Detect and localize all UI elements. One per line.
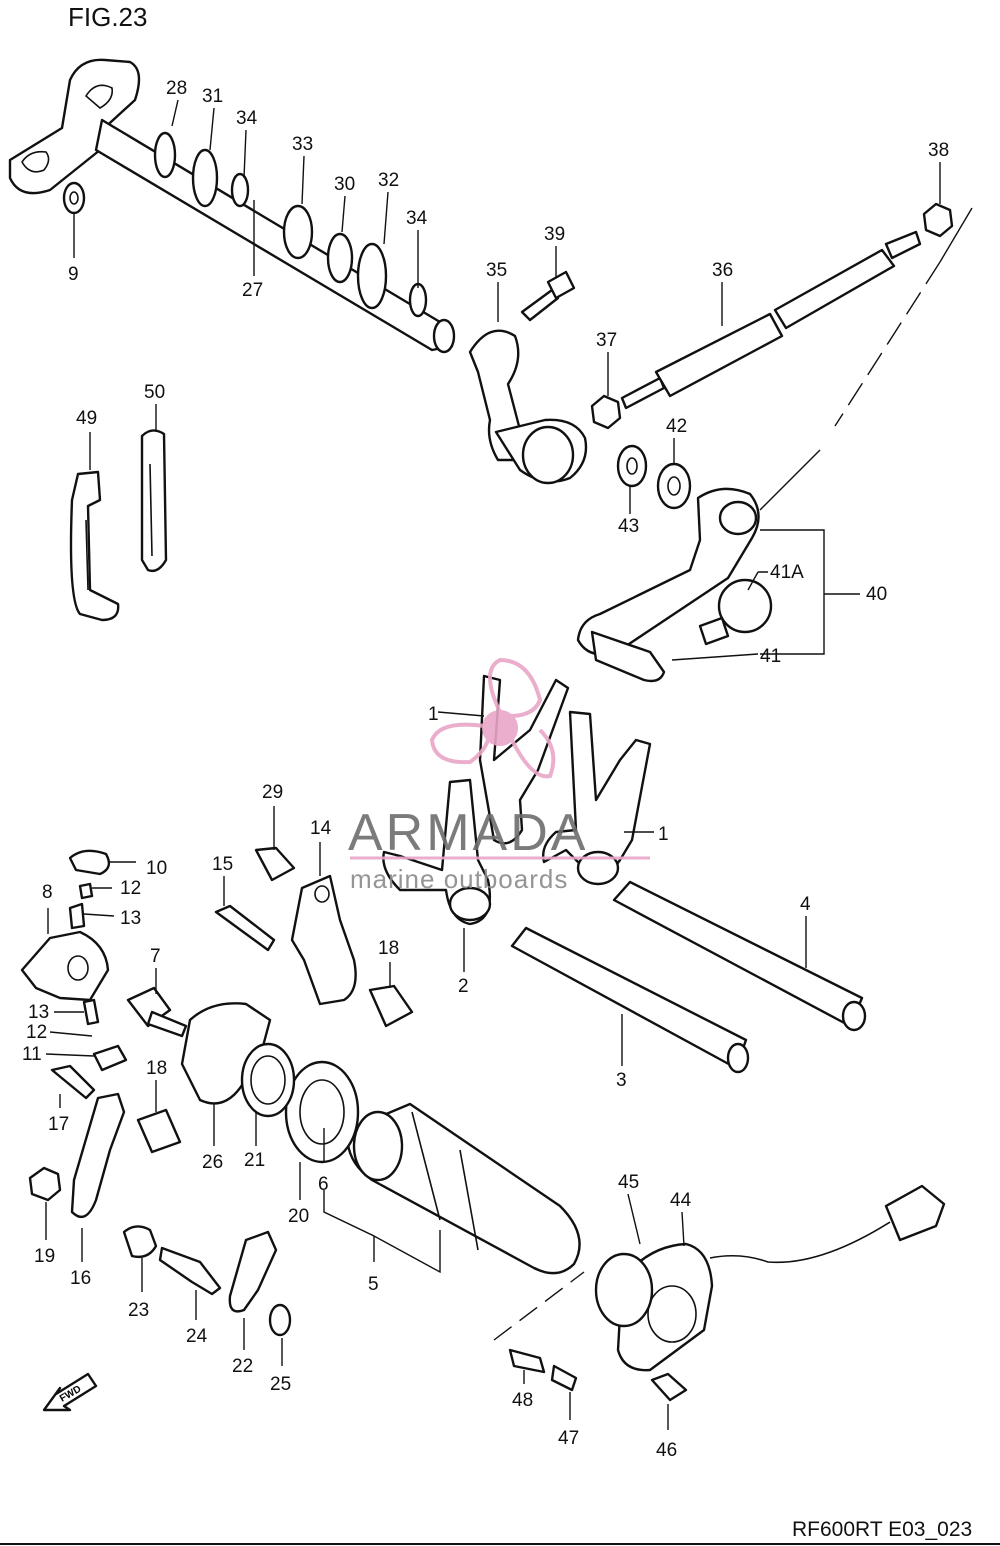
figure-code: RF600RT E03_023 — [792, 1518, 972, 1541]
callout-42: 42 — [666, 416, 687, 437]
figure-title: FIG.23 — [68, 2, 147, 32]
plate-14 — [290, 874, 357, 1006]
watermark: ARMADA marine outboards — [348, 657, 650, 894]
callout-25: 25 — [270, 1374, 291, 1395]
callout-39: 39 — [544, 224, 565, 245]
callout-49: 49 — [76, 408, 97, 429]
callout-31: 31 — [202, 86, 223, 107]
leader-lines — [45, 99, 941, 1430]
callout-23: 23 — [128, 1300, 149, 1321]
spring-23-pin-24 — [122, 1225, 222, 1296]
callout-34a: 34 — [236, 108, 258, 129]
callout-6: 6 — [318, 1174, 329, 1195]
callout-34b: 34 — [406, 208, 428, 229]
fork-shafts-3-4 — [510, 880, 867, 1074]
callout-33: 33 — [292, 134, 313, 155]
spring-48-pin-47-bolt-46 — [508, 1348, 688, 1402]
callout-40: 40 — [866, 584, 887, 605]
callout-41a: 41A — [770, 562, 804, 583]
callout-20: 20 — [288, 1206, 309, 1227]
callout-36: 36 — [712, 260, 733, 281]
bolt-39 — [520, 270, 576, 322]
callout-5: 5 — [368, 1274, 379, 1295]
watermark-brand: ARMADA — [348, 804, 588, 862]
callout-13a: 13 — [120, 908, 141, 929]
shift-cam-5 — [346, 1102, 581, 1275]
stopper-plate-8 — [20, 930, 110, 1002]
callout-26: 26 — [202, 1152, 223, 1173]
shift-arm-35 — [468, 329, 588, 485]
callout-44: 44 — [670, 1190, 692, 1211]
callout-41: 41 — [760, 646, 781, 667]
callout-12a: 12 — [120, 878, 141, 899]
callout-48: 48 — [512, 1390, 533, 1411]
fwd-arrow: FWD — [42, 1372, 98, 1412]
callout-12b: 12 — [26, 1022, 47, 1043]
callout-16: 16 — [70, 1268, 91, 1289]
callout-3: 3 — [616, 1070, 627, 1091]
callout-27: 27 — [242, 280, 263, 301]
callout-1a: 1 — [428, 704, 439, 725]
callout-35: 35 — [486, 260, 507, 281]
bolts-15-17-29 — [50, 846, 296, 1100]
shift-forks-1-2 — [382, 674, 652, 926]
callout-29: 29 — [262, 782, 283, 803]
callout-2: 2 — [458, 976, 469, 997]
callout-21: 21 — [244, 1150, 265, 1171]
callout-19: 19 — [34, 1246, 55, 1267]
nut-38 — [922, 202, 954, 238]
callout-14: 14 — [310, 818, 332, 839]
nut-19-washer-25 — [28, 1166, 292, 1337]
watermark-tagline: marine outboards — [350, 864, 568, 894]
callout-labels: 1 1 2 3 4 5 6 7 8 9 10 11 12 12 13 13 14… — [22, 78, 949, 1461]
callout-46: 46 — [656, 1440, 677, 1461]
callout-24: 24 — [186, 1326, 208, 1347]
callout-8: 8 — [42, 882, 53, 903]
callout-50: 50 — [144, 382, 165, 403]
tie-rod-36 — [620, 230, 922, 410]
shift-plates-49-50 — [69, 429, 168, 622]
callout-37: 37 — [596, 330, 617, 351]
callout-17: 17 — [48, 1114, 69, 1135]
callout-47: 47 — [558, 1428, 579, 1449]
propeller-logo-icon — [429, 657, 556, 779]
callout-38: 38 — [928, 140, 949, 161]
callout-28: 28 — [166, 78, 187, 99]
callout-45: 45 — [618, 1172, 639, 1193]
callout-11: 11 — [22, 1044, 42, 1065]
levers-16-22 — [70, 1092, 278, 1313]
bearing-6 — [284, 1060, 360, 1164]
callout-7: 7 — [150, 946, 161, 967]
callout-43: 43 — [618, 516, 639, 537]
nut-37 — [590, 394, 622, 430]
callout-22: 22 — [232, 1356, 253, 1377]
callout-15: 15 — [212, 854, 233, 875]
small-parts-10-13 — [68, 849, 128, 1072]
callout-9: 9 — [68, 264, 79, 285]
callout-4: 4 — [800, 894, 811, 915]
callout-13b: 13 — [28, 1002, 49, 1023]
callout-18b: 18 — [146, 1058, 167, 1079]
gear-position-switch-44 — [594, 1184, 946, 1372]
washer-9 — [62, 181, 86, 215]
stopper-and-guides — [126, 984, 414, 1154]
gearshift-shaft — [8, 58, 456, 354]
callout-1b: 1 — [658, 824, 669, 845]
callout-18a: 18 — [378, 938, 399, 959]
callout-32: 32 — [378, 170, 399, 191]
gearshift-lever-40 — [576, 487, 773, 683]
callout-10: 10 — [146, 858, 167, 879]
washers-42-43 — [616, 444, 692, 510]
callout-30: 30 — [334, 174, 355, 195]
